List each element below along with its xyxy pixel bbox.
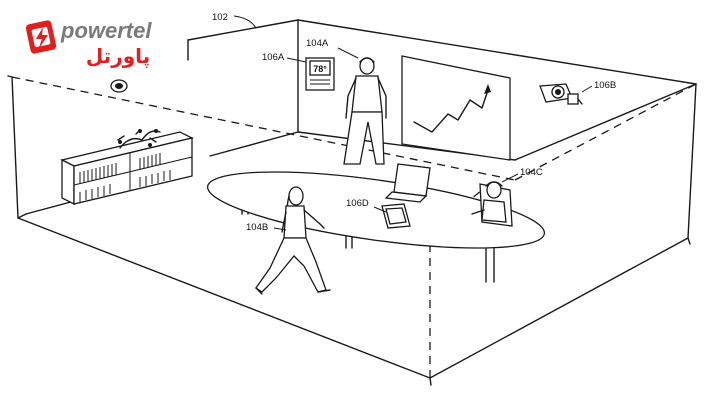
ceiling-sensor <box>110 79 128 93</box>
leader-person-seated <box>501 173 519 183</box>
person-standing <box>343 57 387 165</box>
person-seated <box>471 181 513 227</box>
label-tablet: 106D <box>346 198 369 209</box>
label-room: 102 <box>212 12 228 23</box>
leader-camera <box>581 85 593 93</box>
label-camera: 106B <box>594 80 616 91</box>
tablet <box>381 203 411 229</box>
leader-room <box>233 15 257 29</box>
plant <box>117 129 161 149</box>
powertel-logo: powertel پاورتل <box>25 18 152 69</box>
whiteboard <box>401 55 511 161</box>
room-box <box>7 19 697 386</box>
logo-icon <box>25 20 57 54</box>
leader-thermostat <box>286 57 307 63</box>
leader-person-walking <box>273 227 287 231</box>
logo-text-fa: پاورتل <box>86 44 150 69</box>
laptop <box>384 163 431 203</box>
logo-text-en: powertel <box>60 18 152 43</box>
camera <box>539 83 583 105</box>
label-thermostat: 106A <box>262 52 285 63</box>
person-walking <box>255 186 331 295</box>
label-person-standing: 104A <box>306 38 329 49</box>
label-person-walking: 104B <box>246 222 268 233</box>
thermostat: 78° <box>305 57 335 91</box>
leader-person-standing <box>337 47 359 59</box>
leader-tablet <box>373 206 387 213</box>
label-person-seated: 104C <box>520 167 543 178</box>
thermostat-reading: 78° <box>313 64 327 74</box>
bookshelf <box>60 129 194 206</box>
